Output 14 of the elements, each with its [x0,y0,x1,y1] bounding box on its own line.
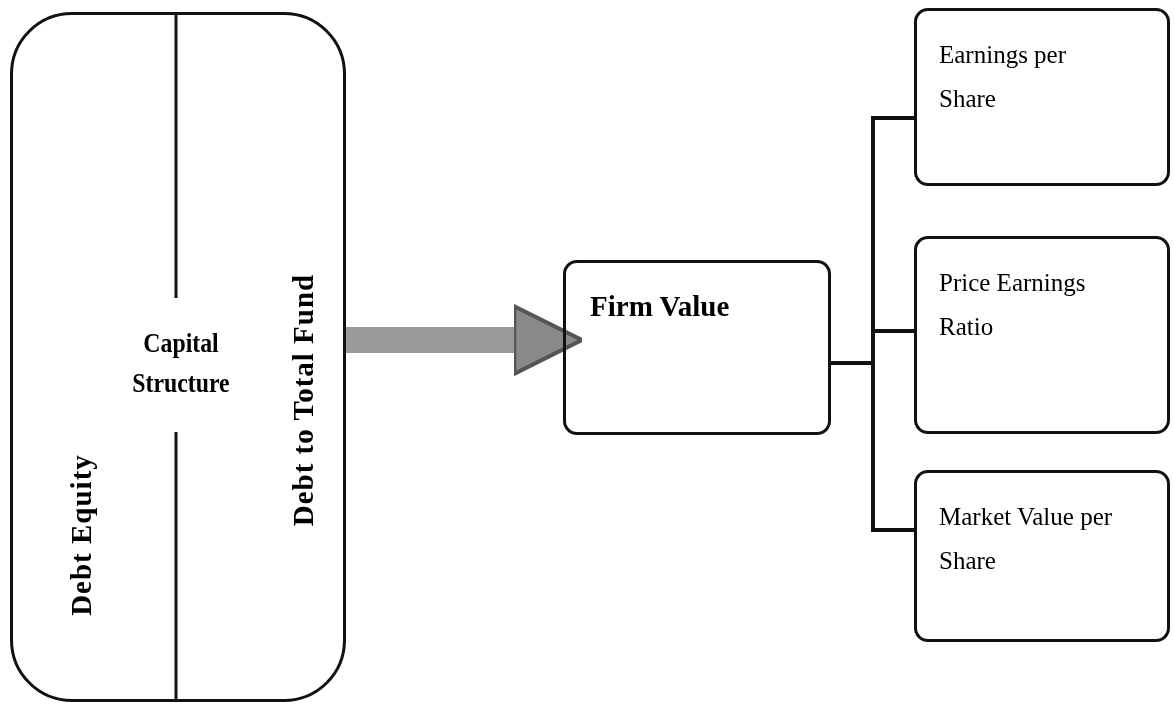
block-arrow [346,304,584,376]
process-box [563,260,831,435]
process-box [914,236,1170,434]
rotated-label: Debt Equity [63,454,98,616]
rounded-box [10,12,346,702]
rotated-label: Debt to Total Fund [286,273,321,527]
box-label: Market Value per Share [939,502,1114,576]
connector-line [831,361,914,532]
box-label: Price Earnings Ratio [939,268,1087,342]
process-box [914,8,1170,186]
box-title: Firm Value [590,289,730,324]
box-label: Earnings per Share [939,40,1068,114]
box-title: Capital Structure [131,325,231,401]
process-box [914,470,1170,642]
